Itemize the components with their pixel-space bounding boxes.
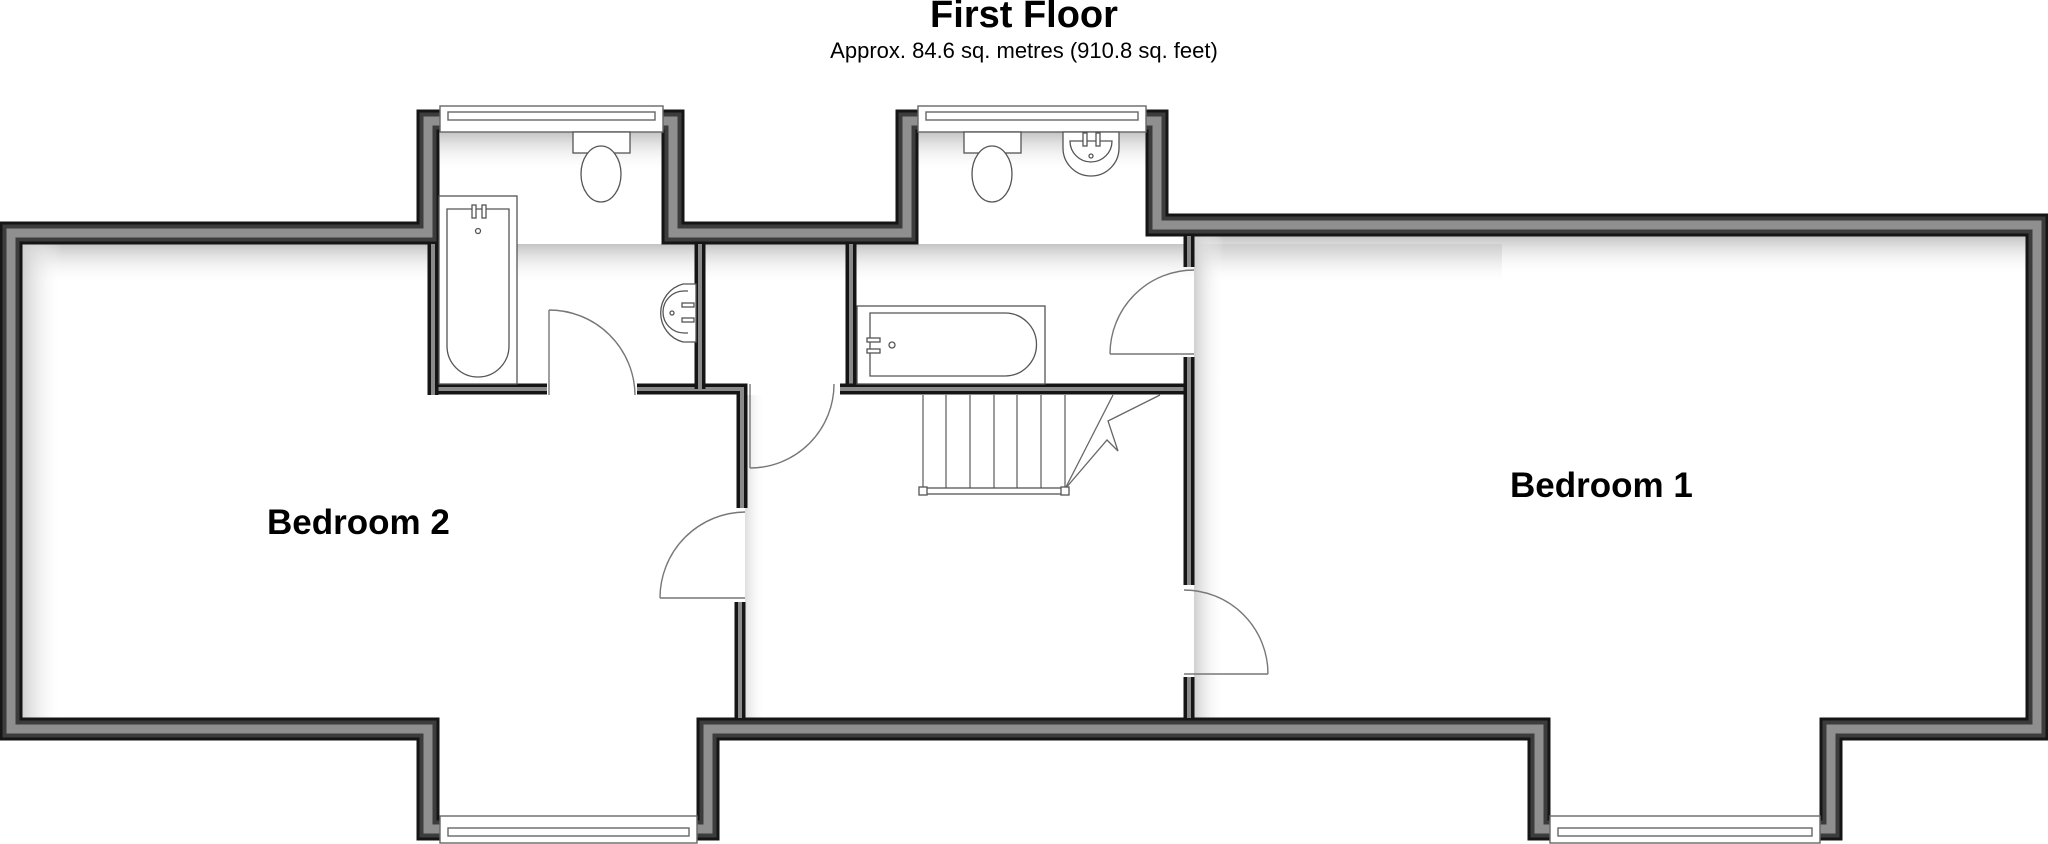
door-right-bathroom[interactable] [1109,269,1195,355]
doors [548,269,1269,675]
window-bedroom-2 [439,815,698,844]
bathtub-icon [856,305,1046,385]
door-cupboard[interactable] [749,383,835,469]
left-bathroom-fixtures [438,131,697,385]
window-right-bath [917,105,1147,133]
floor-area: Approx. 84.6 sq. metres (910.8 sq. feet) [830,38,1218,63]
door-left-bathroom[interactable] [548,309,636,396]
window-left-bath [439,105,664,133]
door-bedroom-1[interactable] [1183,589,1269,675]
interior-walls [427,236,1195,718]
toilet-icon [572,131,631,203]
room-label-bedroom-1: Bedroom 1 [1510,466,1693,505]
window-bedroom-1 [1549,815,1821,844]
floor-title: First Floor [930,0,1118,36]
door-bedroom-2[interactable] [659,511,746,599]
wall-hall-top-left [637,383,748,508]
exterior-walls [0,109,2048,841]
basin-icon [660,283,697,343]
right-bathroom-fixtures [856,131,1120,385]
room-label-bedroom-2: Bedroom 2 [267,503,450,542]
windows [439,105,1821,844]
staircase [918,394,1161,496]
bathtub-icon [438,195,518,385]
toilet-icon [963,131,1022,203]
basin-icon [1062,131,1120,177]
